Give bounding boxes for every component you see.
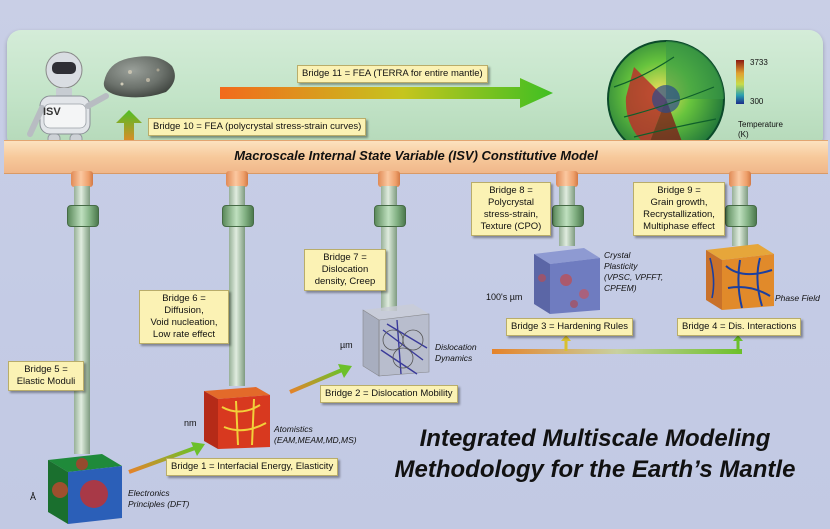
electronics-line1: Electronics — [128, 488, 170, 498]
arrow-electronics-to-atomistics — [128, 442, 205, 474]
bridge-11-arrow — [220, 78, 553, 108]
pillar-connector — [729, 171, 751, 187]
bridge-6-line4: Low rate effect — [152, 329, 216, 340]
electronics-note: Electronics Principles (DFT) — [128, 488, 189, 510]
bridge-6-line2: Diffusion, — [164, 305, 204, 316]
pillar-connector — [71, 171, 93, 187]
arrow-band-to-crystal-and-phase — [492, 335, 743, 354]
bridge-8-label: Bridge 8 = Polycrystal stress-strain, Te… — [471, 182, 551, 236]
bridge-10-arrow — [116, 110, 142, 144]
rock-image — [103, 56, 175, 98]
pillar-collar — [374, 205, 406, 227]
bridge-8-line1: Bridge 8 = — [489, 185, 533, 196]
main-title-line2: Methodology for the Earth’s Mantle — [394, 456, 796, 483]
bridge-6-line1: Bridge 6 = — [162, 293, 206, 304]
bridge-8-line2: Polycrystal — [488, 197, 534, 208]
bridge-9-label: Bridge 9 = Grain growth, Recrystallizati… — [633, 182, 725, 236]
bridge-6-line3: Void nucleation, — [150, 317, 218, 328]
pillar-connector — [556, 171, 578, 187]
atomistics-cube — [204, 387, 270, 449]
phase-field-cube — [706, 244, 774, 310]
bridge-11-label: Bridge 11 = FEA (TERRA for entire mantle… — [297, 65, 488, 83]
pillar-connector — [226, 171, 248, 187]
earth-mantle-globe — [607, 40, 725, 158]
dislocation-line1: Dislocation — [435, 342, 477, 352]
pillar-collar — [67, 205, 99, 227]
pillar-collar — [725, 205, 757, 227]
unit-hundreds-um: 100's µm — [486, 292, 523, 302]
atomistics-line2: (EAM,MEAM,MD,MS) — [274, 435, 357, 445]
dislocation-note: Dislocation Dynamics — [435, 342, 477, 364]
pillar-connector — [378, 171, 400, 187]
bridge-7-line3: density, Creep — [314, 276, 376, 287]
crystal-line4: CPFEM) — [604, 283, 637, 293]
electronics-line2: Principles (DFT) — [128, 499, 190, 509]
bridge-7-line1: Bridge 7 = — [323, 252, 367, 263]
bridge-9-line4: Multiphase effect — [643, 221, 715, 232]
crystal-plasticity-note: Crystal Plasticity (VPSC, VPFFT, CPFEM) — [604, 250, 663, 294]
bridge-7-label: Bridge 7 = Dislocation density, Creep — [304, 249, 386, 291]
bridge-4-label: Bridge 4 = Dis. Interactions — [677, 318, 802, 336]
main-title-line1: Integrated Multiscale Modeling — [419, 425, 771, 452]
crystal-line1: Crystal — [604, 250, 631, 260]
atomistics-note: Atomistics (EAM,MEAM,MD,MS) — [274, 424, 357, 446]
bridge-9-line3: Recrystallization, — [643, 209, 715, 220]
unit-angstrom: Å — [30, 492, 37, 502]
phase-field-note: Phase Field — [775, 293, 820, 303]
macroscale-isv-bar: Macroscale Internal State Variable (ISV)… — [4, 140, 828, 174]
temperature-label-line2: (K) — [738, 130, 749, 139]
temperature-max: 3733 — [750, 58, 768, 67]
robot-isv-label: ISV — [43, 106, 61, 118]
dislocation-line2: Dynamics — [435, 353, 473, 363]
main-title: Integrated Multiscale Modeling Methodolo… — [360, 423, 830, 485]
temperature-colorbar — [736, 60, 744, 104]
crystal-plasticity-cube — [534, 248, 600, 314]
bridge-1-label: Bridge 1 = Interfacial Energy, Elasticit… — [166, 458, 339, 476]
electronics-cube — [48, 454, 122, 524]
bridge-2-label: Bridge 2 = Dislocation Mobility — [320, 385, 458, 403]
bridge-8-line4: Texture (CPO) — [480, 221, 542, 232]
bridge-9-line1: Bridge 9 = — [657, 185, 701, 196]
bridge-6-label: Bridge 6 = Diffusion, Void nucleation, L… — [139, 290, 229, 344]
pillar-bridge-6 — [229, 186, 245, 386]
crystal-line3: (VPSC, VPFFT, — [604, 272, 664, 282]
bridge-5-label: Bridge 5 = Elastic Moduli — [8, 361, 84, 391]
atomistics-line1: Atomistics — [274, 424, 313, 434]
temperature-axis-label: Temperature (K) — [738, 120, 783, 140]
bridge-8-line3: stress-strain, — [483, 209, 539, 220]
unit-um: µm — [340, 340, 353, 350]
bridge-5-line2: Elastic Moduli — [16, 376, 76, 387]
temperature-label-line1: Temperature — [738, 120, 783, 129]
pillar-collar — [552, 205, 584, 227]
dislocation-cube — [362, 304, 430, 377]
crystal-line2: Plasticity — [604, 261, 638, 271]
bridge-10-label: Bridge 10 = FEA (polycrystal stress-stra… — [148, 118, 367, 136]
temperature-min: 300 — [750, 97, 764, 106]
unit-nm: nm — [184, 418, 197, 428]
pillar-collar — [222, 205, 254, 227]
bridge-9-line2: Grain growth, — [650, 197, 708, 208]
bridge-7-line2: Dislocation — [321, 264, 369, 275]
bridge-3-label: Bridge 3 = Hardening Rules — [506, 318, 633, 336]
arrow-atomistics-to-dislocation — [289, 364, 352, 394]
macroscale-isv-title: Macroscale Internal State Variable (ISV)… — [234, 148, 598, 163]
bridge-5-line1: Bridge 5 = — [24, 364, 68, 375]
